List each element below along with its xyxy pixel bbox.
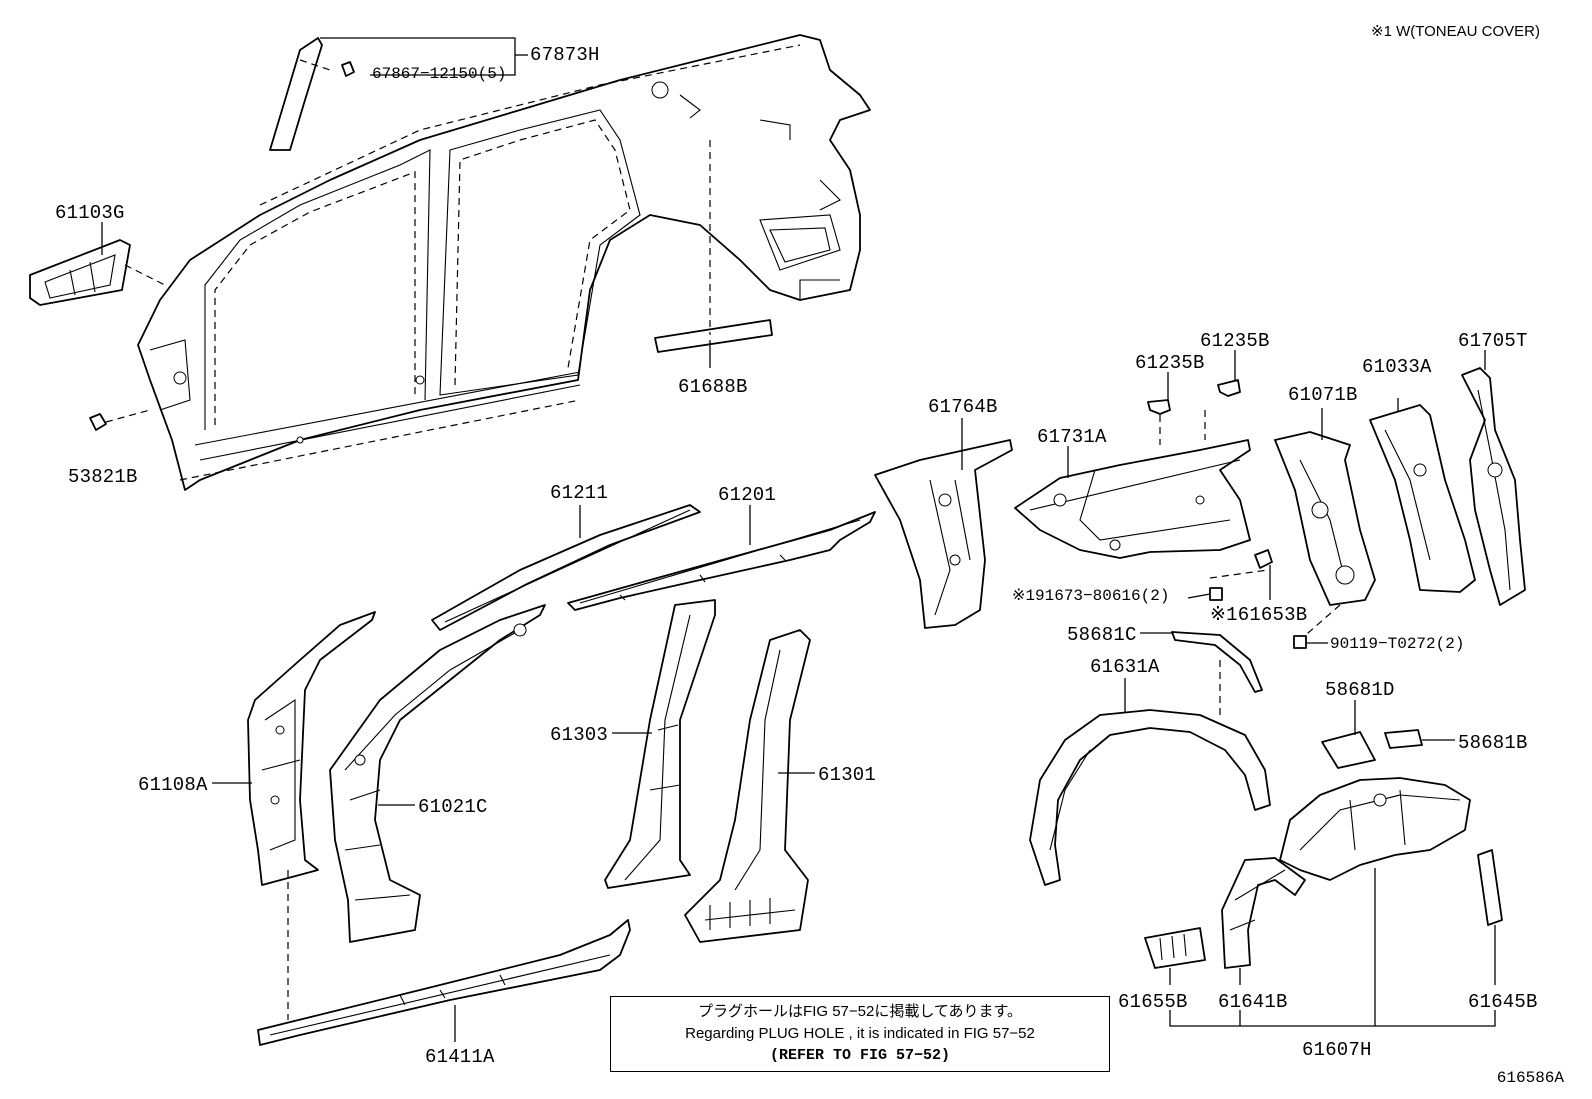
part-61607H — [1279, 777, 1471, 1026]
part-61301 — [684, 629, 815, 943]
label-61211: 61211 — [550, 482, 608, 504]
part-53821B — [89, 409, 151, 431]
label-61071B: 61071B — [1288, 384, 1358, 406]
note-line-english: Regarding PLUG HOLE , it is indicated in… — [685, 1025, 1035, 1042]
plug-hole-note: プラグホールはFIG 57−52に掲載してあります。 Regarding PLU… — [610, 996, 1110, 1072]
label-61705T: 61705T — [1458, 330, 1528, 352]
label-61303: 61303 — [550, 724, 608, 746]
part-61688B — [654, 140, 773, 368]
label-61645B: 61645B — [1468, 991, 1538, 1013]
part-61303 — [604, 599, 716, 889]
part-61705T — [1461, 350, 1526, 606]
figure-id: 616586A — [1496, 1069, 1564, 1087]
label-61103G: 61103G — [55, 202, 125, 224]
part-58681B — [1384, 729, 1455, 749]
label-58681C: 58681C — [1067, 624, 1137, 646]
body-side-outer-panel — [137, 34, 871, 491]
part-67873H — [269, 37, 528, 151]
label-58681B: 58681B — [1458, 732, 1528, 754]
label-61764B: 61764B — [928, 396, 998, 418]
label-61688B: 61688B — [678, 376, 748, 398]
label-61033A: 61033A — [1362, 356, 1432, 378]
part-61764B — [874, 418, 1013, 629]
label-61653B: ※161653B — [1210, 604, 1307, 626]
part-61655B — [1144, 927, 1206, 985]
part-61033A — [1369, 398, 1476, 593]
part-61631A — [1029, 678, 1271, 886]
label-61411A: 61411A — [425, 1046, 495, 1068]
part-61071B — [1274, 408, 1376, 649]
label-53821B: 53821B — [68, 466, 138, 488]
note-line-japanese: プラグホールはFIG 57−52に掲載してあります。 — [698, 1003, 1022, 1020]
part-61211 — [431, 504, 701, 631]
part-58681C — [1140, 631, 1263, 720]
label-61201: 61201 — [718, 484, 776, 506]
label-61631A: 61631A — [1090, 656, 1160, 678]
header-note: ※1 W(TONEAU COVER) — [1371, 23, 1540, 40]
part-61103G — [29, 222, 166, 306]
label-58681D: 58681D — [1325, 679, 1395, 701]
part-61201 — [567, 505, 876, 611]
part-61411A — [257, 919, 631, 1046]
label-61641B: 61641B — [1218, 991, 1288, 1013]
label-61235B-a: 61235B — [1135, 352, 1205, 374]
part-58681D — [1321, 700, 1376, 769]
part-61731A — [1014, 410, 1251, 559]
label-90119: 90119−T0272(2) — [1330, 635, 1464, 653]
label-67873H: 67873H — [530, 44, 600, 66]
label-191673: ※191673−80616(2) — [1012, 587, 1169, 605]
part-61235B-clips — [1147, 350, 1241, 415]
label-61021C: 61021C — [418, 796, 488, 818]
group-bracket-61607H — [1169, 1010, 1496, 1027]
part-61641B — [1221, 857, 1306, 985]
label-61607H: 61607H — [1302, 1039, 1372, 1061]
part-61108A — [212, 611, 376, 1020]
label-61235B-b: 61235B — [1200, 330, 1270, 352]
label-61301: 61301 — [818, 764, 876, 786]
note-line-reference: (REFER TO FIG 57−52) — [769, 1047, 951, 1064]
label-67867: 67867−12150(5) — [372, 65, 506, 83]
label-61655B: 61655B — [1118, 991, 1188, 1013]
label-61731A: 61731A — [1037, 426, 1107, 448]
part-61645B — [1477, 849, 1503, 985]
part-61021C — [329, 604, 546, 943]
part-61653B — [1187, 549, 1273, 601]
label-61108A: 61108A — [138, 774, 208, 796]
